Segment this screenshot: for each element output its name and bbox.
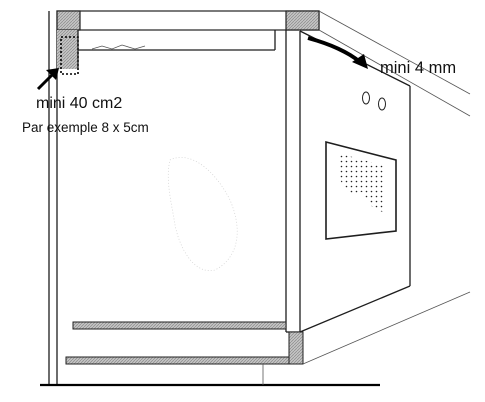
cabinet-left-side <box>48 11 78 384</box>
vent-arrow <box>36 68 59 91</box>
vent-area-label: mini 40 cm2 <box>36 95 122 112</box>
cabinet-top-slab <box>56 10 471 117</box>
ventilation-opening <box>60 36 79 75</box>
inner-shading <box>167 157 238 271</box>
oven-top-rail <box>77 30 276 69</box>
cabinet-lower-shelf <box>65 291 471 365</box>
vent-example-label: Par exemple 8 x 5cm <box>22 120 149 135</box>
gap-arrow <box>307 36 368 69</box>
gap-label: mini 4 mm <box>380 59 456 77</box>
floor-line <box>40 364 380 387</box>
oven-door-window <box>325 140 397 240</box>
oven-control-knobs <box>362 91 386 111</box>
